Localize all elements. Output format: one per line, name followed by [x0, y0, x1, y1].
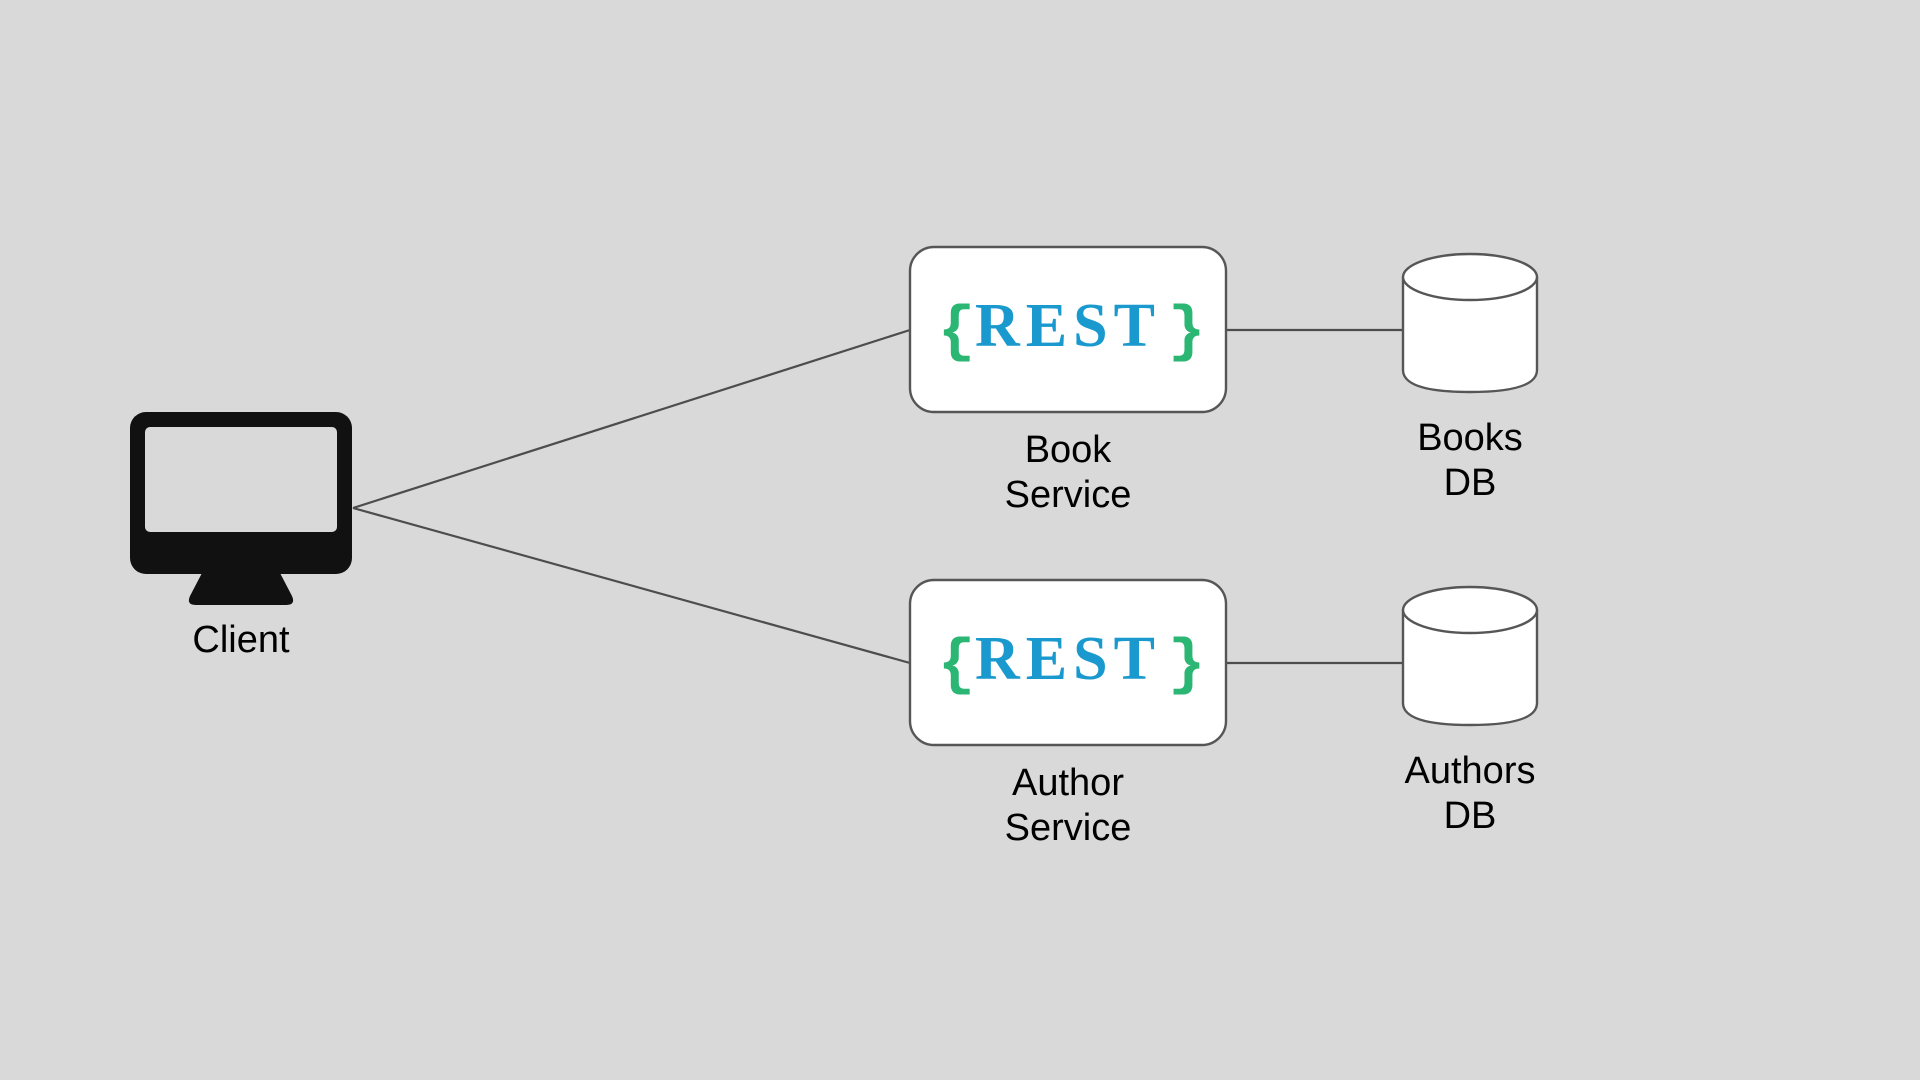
book-service-label-line2: Service	[1005, 474, 1132, 516]
node-authors-db[interactable]: Authors DB	[1401, 585, 1539, 837]
author-service-label-line2: Service	[1005, 807, 1132, 849]
database-cylinder-icon	[1401, 252, 1539, 394]
desktop-monitor-icon	[130, 412, 352, 605]
author-service-brace-close: }	[1168, 629, 1205, 700]
author-service-rest-badge: REST	[975, 625, 1161, 693]
edge-client-to-author-service[interactable]	[352, 506, 911, 665]
client-label: Client	[192, 619, 290, 661]
edge-client-to-book-service[interactable]	[352, 328, 911, 510]
book-service-box[interactable]	[908, 245, 1228, 414]
book-service-label-line1: Book	[1025, 429, 1113, 471]
author-service-brace-open: {	[938, 629, 975, 700]
node-client[interactable]: Client	[130, 412, 352, 661]
book-service-brace-close: }	[1168, 296, 1205, 367]
author-service-box[interactable]	[908, 578, 1228, 747]
edge-layer	[352, 328, 1403, 665]
books-db-label-line1: Books	[1417, 417, 1523, 459]
node-book-service[interactable]: { REST } Book Service	[908, 245, 1228, 516]
authors-db-label-line1: Authors	[1405, 750, 1536, 792]
author-service-label-line1: Author	[1012, 762, 1124, 804]
book-service-rest-badge: REST	[975, 292, 1161, 360]
node-books-db[interactable]: Books DB	[1401, 252, 1539, 504]
books-db-label-line2: DB	[1444, 462, 1497, 504]
book-service-brace-open: {	[938, 296, 975, 367]
node-author-service[interactable]: { REST } Author Service	[908, 578, 1228, 849]
authors-db-label-line2: DB	[1444, 795, 1497, 837]
database-cylinder-icon	[1401, 585, 1539, 727]
